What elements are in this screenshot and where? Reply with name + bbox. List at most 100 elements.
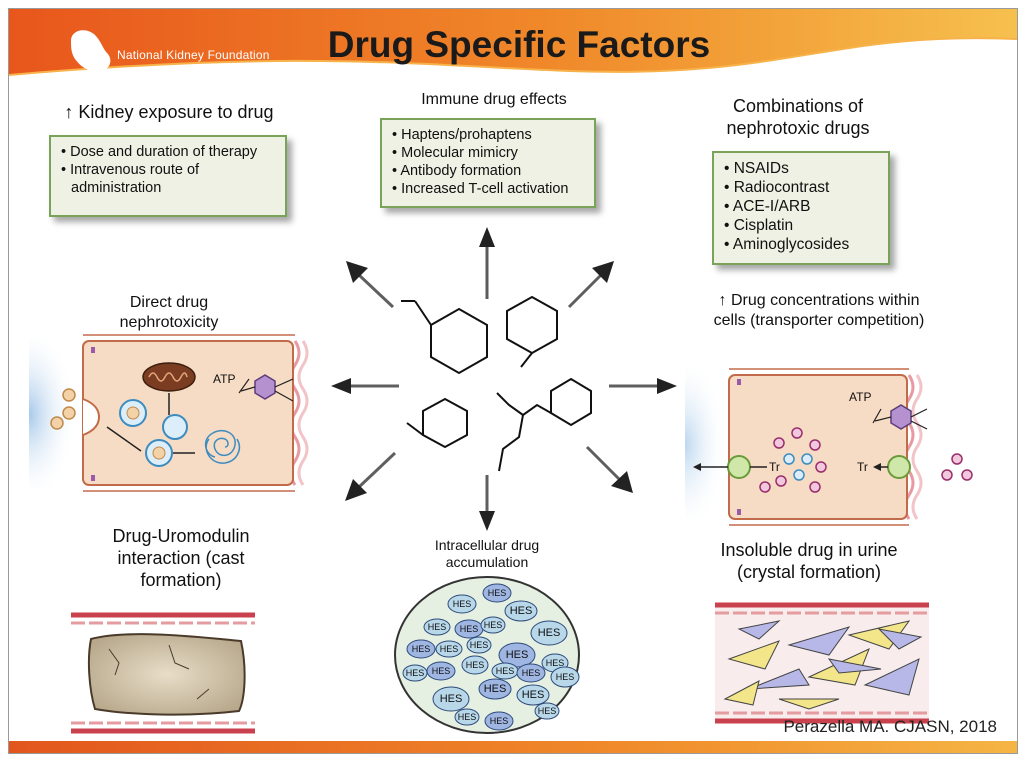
drug-molecules (401, 295, 592, 472)
tubular-cell-left: ATP (29, 334, 309, 492)
footer-bar (9, 741, 1017, 753)
list-item: Intravenous route of administration (61, 161, 275, 197)
hes-label: HES (556, 672, 575, 682)
hes-vacuole (454, 708, 480, 726)
hes-vacuole (516, 663, 546, 683)
hes-vacuole (482, 583, 512, 603)
hes-vacuole (432, 686, 470, 712)
arrow-down-icon (479, 475, 495, 531)
tr-label: Tr (857, 460, 868, 474)
hes-vacuole (447, 594, 477, 614)
list-item: Antibody formation (392, 162, 584, 180)
hes-label: HES (412, 644, 431, 654)
intracellular-title: Intracellular drug accumulation (434, 537, 540, 570)
atp-transporter-icon (872, 404, 928, 430)
uromodulin-title: Drug-Uromodulin interaction (cast format… (112, 526, 250, 590)
tubular-cell-right: ATP Tr Tr (685, 368, 973, 526)
hes-label: HES (428, 622, 447, 632)
hes-label: HES (506, 649, 529, 661)
hes-vacuole (426, 661, 456, 681)
list-item: Dose and duration of therapy (61, 143, 275, 161)
hes-label: HES (432, 666, 451, 676)
hes-vacuole (478, 678, 512, 700)
citation: Perazella MA. CJASN, 2018 (783, 717, 997, 736)
hes-label: HES (490, 716, 509, 726)
tr-label: Tr (769, 460, 780, 474)
transporter-left-icon (693, 455, 767, 479)
atp-label: ATP (213, 372, 235, 386)
hes-label: HES (470, 640, 489, 650)
list-item: Haptens/prohaptens (392, 126, 584, 144)
hes-vacuole (466, 636, 492, 654)
hes-label: HES (406, 668, 425, 678)
mitochondrion-icon (142, 362, 196, 392)
drug-concentration-title: ↑ Drug concentrations within cells (tran… (713, 292, 925, 329)
kidney-exposure-title: ↑ Kidney exposure to drug (64, 102, 274, 122)
arrow-up-icon (479, 227, 495, 299)
hes-vacuole (534, 702, 560, 720)
hes-vacuole (406, 639, 436, 659)
hes-label: HES (538, 627, 561, 639)
hes-vacuole (480, 616, 506, 634)
hes-label: HES (484, 683, 507, 695)
hes-vacuole (484, 711, 514, 731)
crystal-formation-illustration (715, 602, 929, 724)
lysosome-swirl-icon (204, 429, 241, 464)
arrow-up-left-icon (346, 261, 395, 309)
hes-label: HES (522, 668, 541, 678)
combinations-box: NSAIDs Radiocontrast ACE-I/ARB Cisplatin… (712, 151, 890, 265)
hes-vacuole (461, 655, 489, 675)
direct-nephrotoxicity-title: Direct drug nephrotoxicity (119, 294, 219, 331)
list-item: Radiocontrast (724, 178, 878, 197)
hes-vacuole (516, 684, 550, 706)
hes-vacuole (530, 620, 568, 646)
immune-box: Haptens/prohaptens Molecular mimicry Ant… (380, 118, 596, 208)
atp-transporter-icon (238, 374, 294, 402)
header-banner (9, 9, 1017, 76)
hes-label: HES (466, 660, 485, 670)
combinations-title: Combinations of nephrotoxic drugs (726, 96, 870, 138)
hes-vacuole (423, 618, 451, 636)
kidney-logo-icon (71, 30, 111, 72)
list-item: ACE-I/ARB (724, 197, 878, 216)
hes-label: HES (440, 644, 459, 654)
hes-label: HES (538, 706, 557, 716)
arrow-down-right-icon (585, 445, 633, 493)
immune-title: Immune drug effects (421, 91, 567, 108)
list-item: Aminoglycosides (724, 235, 878, 254)
list-item: Molecular mimicry (392, 144, 584, 162)
arrow-down-left-icon (345, 451, 397, 501)
slide: National Kidney Foundation Drug Specific… (8, 8, 1018, 754)
hes-label: HES (510, 605, 533, 617)
insoluble-title: Insoluble drug in urine (crystal formati… (720, 540, 898, 582)
page-title: Drug Specific Factors (327, 24, 711, 65)
hes-label: HES (496, 666, 515, 676)
arrow-up-right-icon (567, 261, 614, 309)
list-item: Cisplatin (724, 216, 878, 235)
hes-vacuole (550, 666, 580, 688)
hes-label: HES (458, 712, 477, 722)
kidney-exposure-box: Dose and duration of therapy Intravenous… (49, 135, 287, 217)
hes-label: HES (488, 588, 507, 598)
hes-vacuole (498, 642, 536, 668)
hes-label: HES (522, 689, 545, 701)
hes-vacuole (435, 640, 463, 658)
logo-text: National Kidney Foundation (117, 48, 270, 62)
hes-label: HES (440, 693, 463, 705)
cast-formation-illustration (71, 612, 255, 734)
list-item: Increased T-cell activation (392, 180, 584, 198)
arrow-left-icon (331, 378, 399, 394)
transporter-right-icon (873, 455, 911, 479)
arrow-right-icon (609, 378, 677, 394)
hes-label: HES (460, 624, 479, 634)
hes-vacuole (504, 600, 538, 622)
drug-particles (759, 427, 973, 493)
hes-label: HES (546, 658, 565, 668)
diagram-illustration: ATP ATP (29, 227, 973, 734)
list-item: NSAIDs (724, 159, 878, 178)
radial-arrows (331, 227, 677, 531)
hes-label: HES (453, 599, 472, 609)
hes-label: HES (484, 620, 503, 630)
atp-label: ATP (849, 390, 871, 404)
